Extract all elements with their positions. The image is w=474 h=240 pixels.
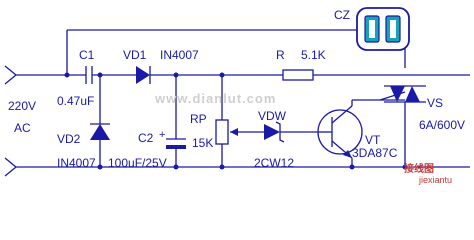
label-r: R xyxy=(276,48,285,62)
vs-triangle-right xyxy=(405,86,420,102)
label-rp-value: 15K xyxy=(192,136,214,150)
c2-plate-bottom xyxy=(166,145,186,149)
svg-text:+: + xyxy=(159,129,165,141)
vd2-triangle xyxy=(90,124,110,140)
vdw-triangle xyxy=(264,124,280,140)
r-resistor xyxy=(282,69,314,81)
input-terminal-bottom xyxy=(4,157,18,177)
label-220v: 220V xyxy=(8,99,37,113)
label-vdw-part: 2CW12 xyxy=(254,156,295,170)
label-rp: RP xyxy=(190,112,207,126)
label-c2-value: 100uF/25V xyxy=(108,156,167,170)
rp-wiper xyxy=(230,128,238,136)
label-vd2: VD2 xyxy=(57,132,81,146)
label-c2: C2 xyxy=(138,131,154,145)
label-cz: CZ xyxy=(334,8,350,22)
label-vdw: VDW xyxy=(258,109,286,123)
vd1-triangle xyxy=(136,66,150,84)
rp-resistor xyxy=(215,119,229,145)
watermark-corner-cn: 接线图 xyxy=(404,164,434,175)
label-c1-value: 0.47uF xyxy=(57,94,95,108)
vdw-bar xyxy=(275,121,285,143)
label-vs: VS xyxy=(427,96,444,110)
label-vs-value: 6A/600V xyxy=(419,118,466,132)
label-r-value: 5.1K xyxy=(301,48,326,62)
label-ac: AC xyxy=(14,121,31,135)
label-vt-part: 3DA87C xyxy=(352,146,398,160)
label-vd1-part: IN4007 xyxy=(160,48,199,62)
label-c1: C1 xyxy=(79,48,95,62)
input-terminal-top xyxy=(4,65,18,85)
schematic-lines: + xyxy=(4,7,470,177)
label-vt: VT xyxy=(365,133,381,147)
watermark-main: www.dianlut.com xyxy=(155,91,277,106)
vt-emitter-arrow xyxy=(343,150,352,158)
vt-circle xyxy=(317,109,363,155)
label-vd2-part: IN4007 xyxy=(57,156,96,170)
watermark-corner-en: jiexiantu xyxy=(419,175,453,185)
circuit-diagram: + CZ C1 xyxy=(4,7,470,185)
label-vd1: VD1 xyxy=(123,48,147,62)
vs-triangle-left xyxy=(390,86,405,102)
